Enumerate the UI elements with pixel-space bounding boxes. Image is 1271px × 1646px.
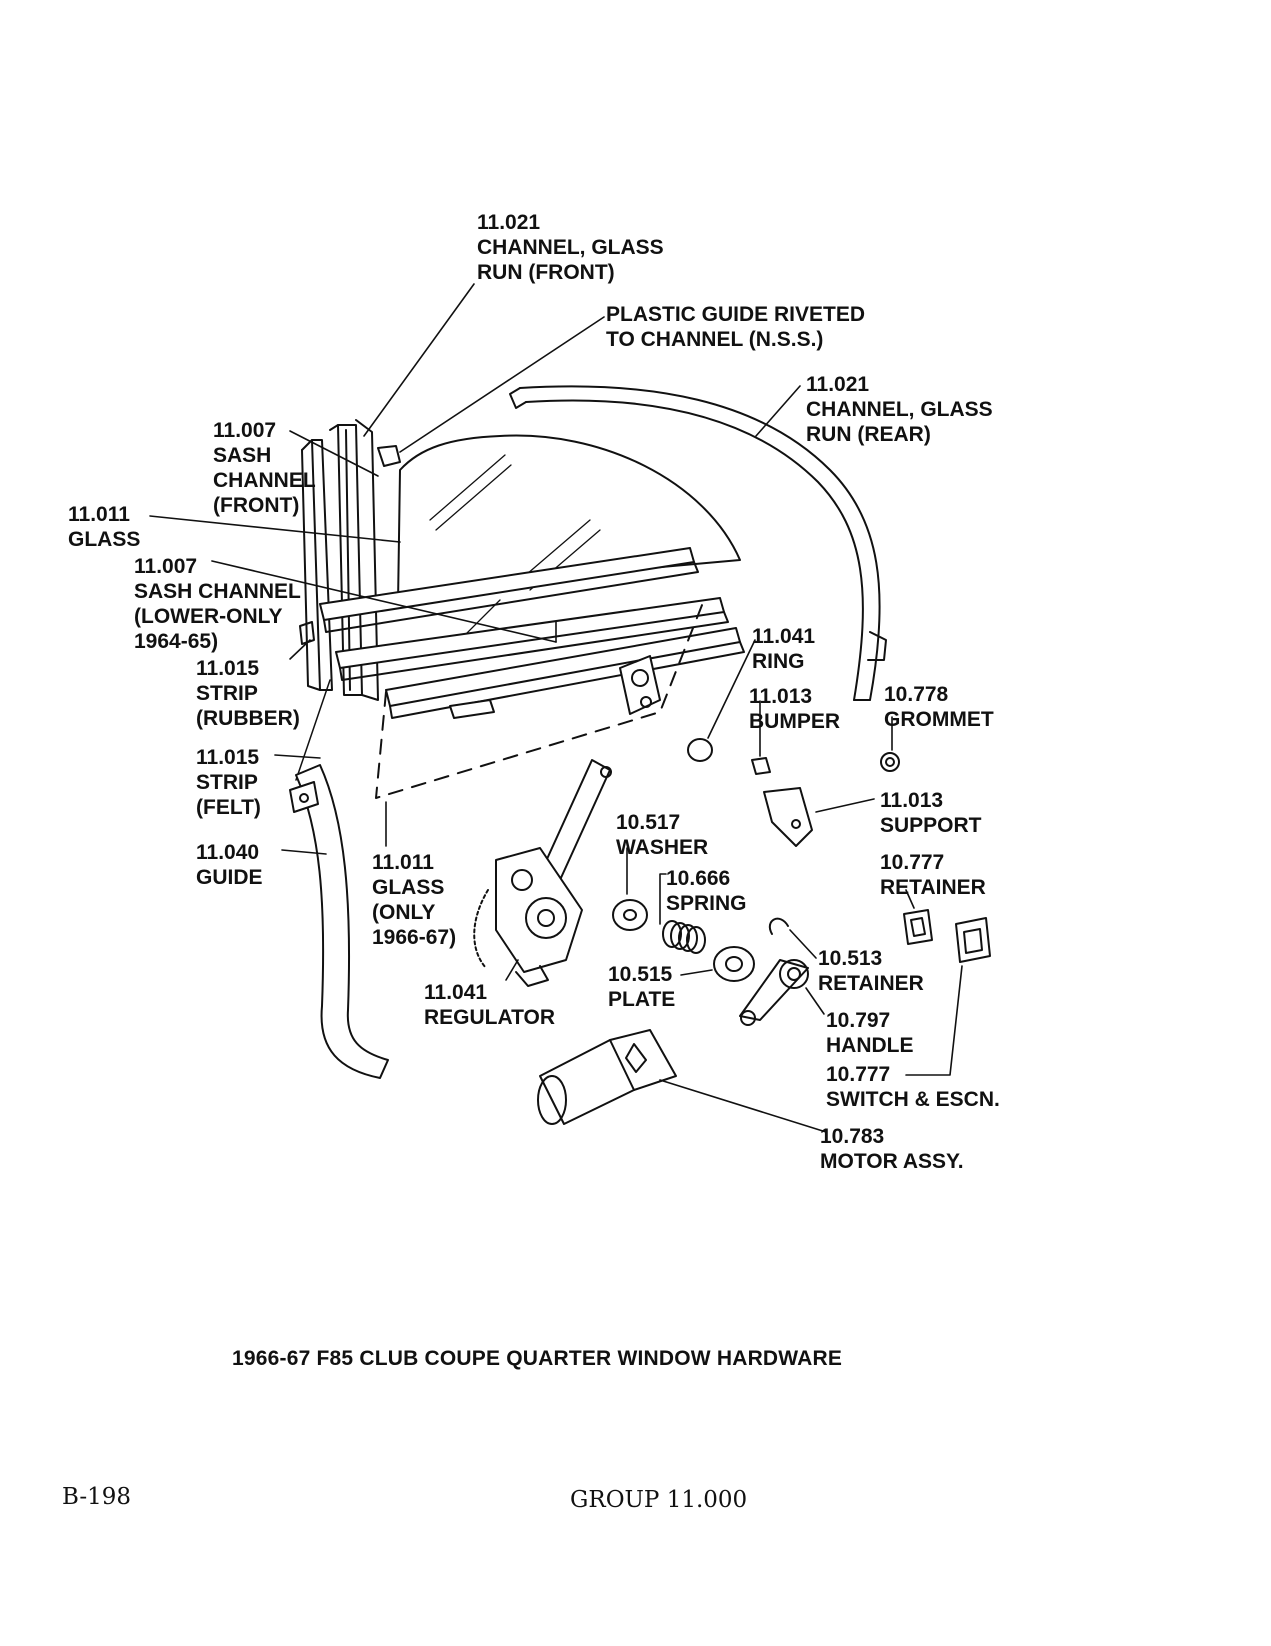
retainer-square-part (903, 909, 933, 945)
guide-part (289, 764, 389, 1079)
switch-escutcheon-part (955, 917, 991, 963)
motor-assembly-part (537, 1029, 677, 1125)
plastic-guide (377, 445, 401, 467)
regulator-part (473, 759, 612, 987)
channel-bracket (619, 655, 661, 715)
bumper-part (751, 757, 771, 775)
grommet-part (880, 752, 900, 772)
channel-clip (449, 699, 495, 719)
spring-part (662, 920, 706, 954)
support-part (763, 787, 813, 847)
washer-part (612, 899, 648, 931)
channel-glass-run-rear (509, 385, 887, 701)
handle-part (739, 959, 809, 1026)
leader-lines (149, 283, 963, 1133)
plate-part (713, 946, 755, 982)
diagram-caption: 1966-67 F85 CLUB COUPE QUARTER WINDOW HA… (232, 1347, 843, 1370)
strip-rubber (299, 621, 315, 645)
strip-felt (295, 679, 331, 781)
ring-part (687, 738, 713, 762)
sash-channel-lower (319, 547, 745, 719)
glass-outline-dashed (375, 599, 705, 799)
page-number: B-198 (62, 1484, 131, 1510)
retainer-clip-part (769, 917, 789, 935)
group-label: GROUP 11.000 (570, 1487, 748, 1513)
